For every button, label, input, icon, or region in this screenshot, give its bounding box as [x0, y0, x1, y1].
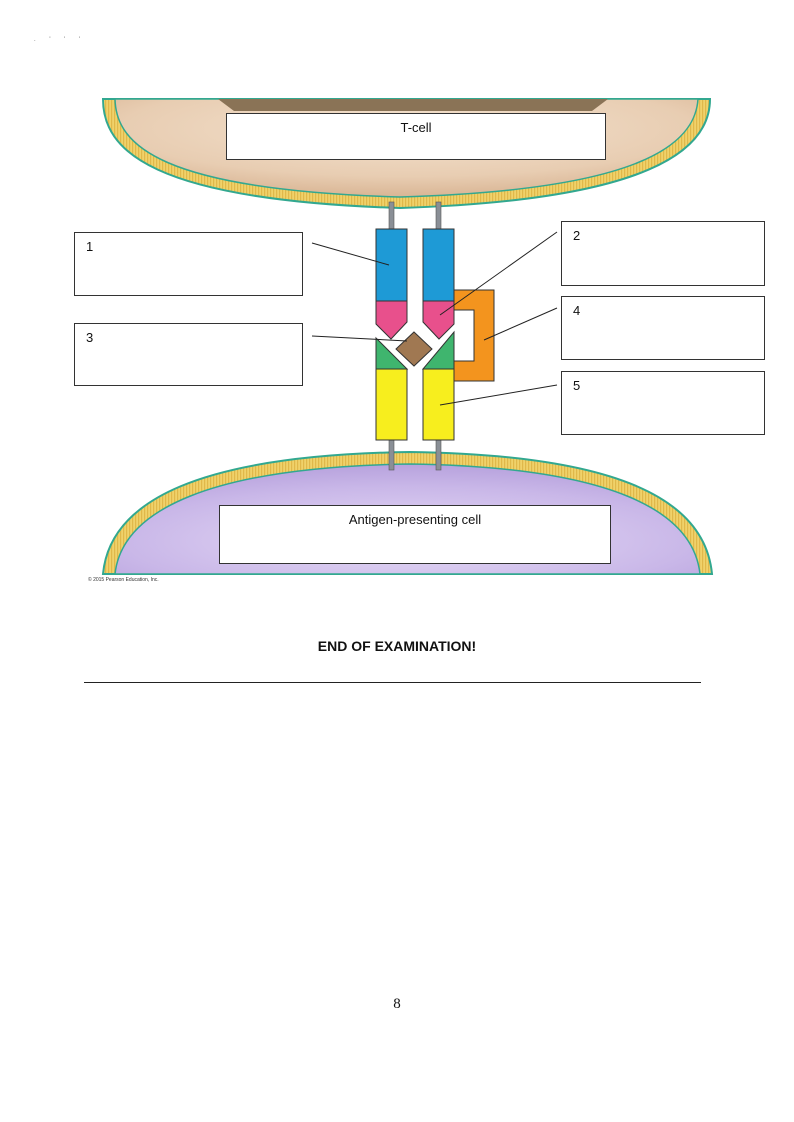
callout-number-4: 4 — [573, 303, 581, 318]
t-cell-label: T-cell — [400, 120, 432, 135]
page-number: 8 — [393, 996, 401, 1012]
apc-label-box: Antigen-presenting cell — [219, 505, 611, 564]
immune-synapse-diagram: T-cell Antigen-presenting cell 1 2 3 4 5 — [74, 98, 765, 575]
tcr-variable-right — [422, 300, 455, 340]
mhc-base-right — [422, 368, 455, 441]
receptor-stems — [388, 201, 442, 471]
callout-number-3: 3 — [86, 330, 94, 345]
callout-box-2: 2 — [561, 221, 765, 286]
mhc-base-left — [375, 368, 408, 441]
t-cell-nucleus — [218, 99, 608, 111]
tcr-constant-right — [422, 228, 455, 302]
scan-marks: . ' ' ' — [34, 37, 87, 43]
callout-box-4: 4 — [561, 296, 765, 360]
t-cell-label-box: T-cell — [226, 113, 606, 160]
callout-number-5: 5 — [573, 378, 581, 393]
horizontal-rule — [84, 682, 701, 683]
callout-number-2: 2 — [573, 228, 581, 243]
copyright-credit: © 2015 Pearson Education, Inc. — [88, 577, 159, 583]
apc-label: Antigen-presenting cell — [348, 512, 482, 527]
callout-number-1: 1 — [86, 239, 94, 254]
callout-box-3: 3 — [74, 323, 303, 386]
callout-box-5: 5 — [561, 371, 765, 435]
callout-box-1: 1 — [74, 232, 303, 296]
leader-lines — [311, 231, 558, 406]
antigen — [395, 331, 433, 367]
tcr-variable-left — [375, 300, 408, 340]
coreceptor — [453, 289, 495, 382]
end-of-examination-heading: END OF EXAMINATION! — [317, 638, 477, 654]
tcr-constant-left — [375, 228, 408, 302]
